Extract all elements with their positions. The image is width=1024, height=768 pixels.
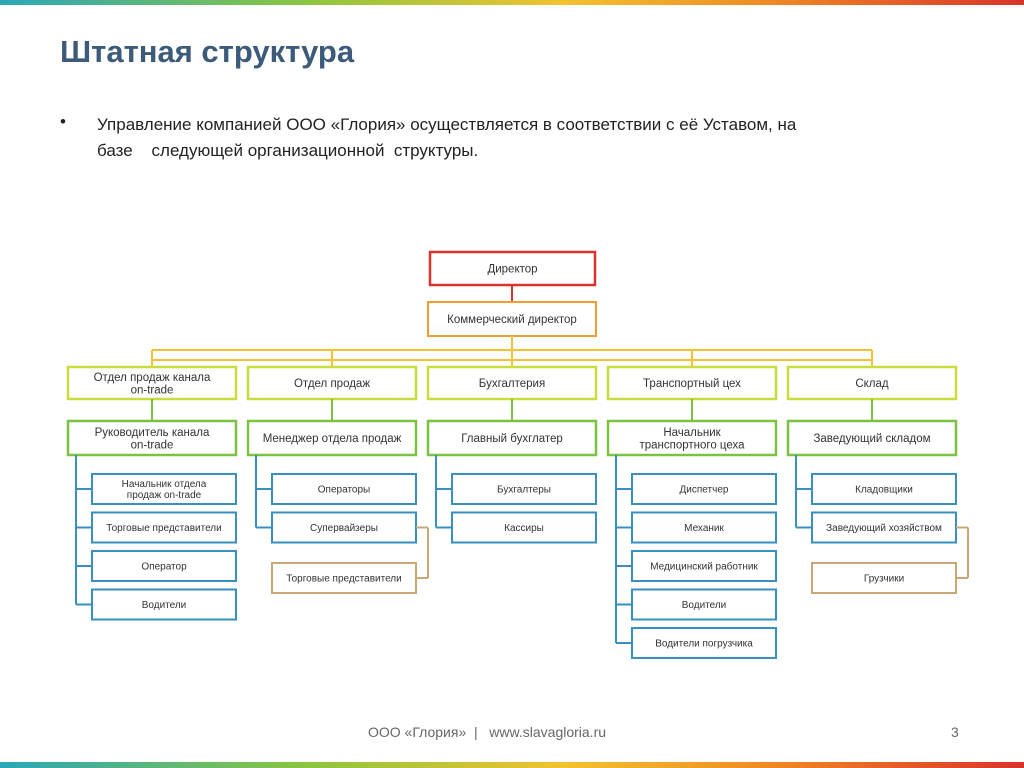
department-box	[246, 365, 418, 401]
staff-box	[91, 588, 237, 621]
staff-box-label: Бухгалтеры	[497, 485, 551, 496]
staff-box	[811, 473, 957, 505]
top-accent-bar	[0, 0, 1024, 5]
department-box-label: Бухгалтерия	[479, 378, 545, 390]
head-box-label: Руководитель канала	[95, 427, 210, 439]
bottom-accent-bar	[0, 762, 1024, 768]
staff-box	[91, 550, 237, 582]
staff-box	[811, 511, 957, 544]
department-box-label: Отдел продаж канала	[94, 372, 211, 384]
staff-box	[631, 588, 777, 621]
bullet-marker: •	[60, 112, 66, 131]
staff-box-label: Медицинский работник	[650, 561, 758, 573]
staff-box-label: Супервайзеры	[310, 523, 378, 534]
head-box-label: on-trade	[131, 439, 174, 451]
staff-box-label: Операторы	[318, 485, 370, 496]
head-box-label: Начальник	[663, 427, 721, 439]
staff-box	[451, 511, 597, 544]
staff-box	[631, 511, 777, 544]
staff-box-label: Торговые представители	[106, 523, 221, 534]
department-box-label: on-trade	[131, 384, 174, 396]
slide-body-text: Управление компанией ООО «Глория» осущес…	[97, 112, 937, 164]
director-box	[428, 250, 597, 287]
staff-box-label: Диспетчер	[680, 485, 729, 496]
department-box-label: Склад	[855, 378, 889, 390]
staff-box	[631, 473, 777, 505]
head-box-label: Главный бухглатер	[461, 433, 563, 445]
department-box	[786, 365, 958, 401]
staff-box-label: Начальник отдела	[122, 479, 207, 490]
staff-box-label: Механик	[684, 523, 724, 534]
staff-box	[91, 473, 237, 505]
slide-title: Штатная структура	[60, 34, 355, 69]
head-box-label: транспортного цеха	[639, 439, 745, 451]
head-box	[786, 419, 958, 457]
commercial-director-box-label: Коммерческий директор	[447, 314, 577, 326]
staff-box	[631, 627, 777, 659]
director-box-label: Директор	[487, 264, 537, 276]
staff-box-label: Заведующий хозяйством	[826, 523, 942, 534]
head-box-label: Заведующий складом	[813, 433, 930, 445]
staff-box-label: Водители погрузчика	[655, 639, 753, 650]
department-box-label: Отдел продаж	[294, 378, 370, 390]
slide-footer: ООО «Глория» | www.slavagloria.ru	[368, 724, 607, 740]
staff-box-label: Оператор	[141, 562, 187, 573]
staff-box-label: Кассиры	[504, 523, 544, 534]
page-number: 3	[951, 724, 959, 740]
head-box	[66, 419, 238, 457]
head-box	[246, 419, 418, 457]
department-box-label: Транспортный цех	[643, 378, 741, 390]
head-box	[606, 419, 778, 457]
extra-staff-box	[811, 562, 957, 594]
staff-box-label: Водители	[682, 600, 727, 611]
staff-box-label: Водители	[142, 600, 187, 611]
body-line-1: Управление компанией ООО «Глория» осущес…	[97, 115, 797, 134]
department-box	[606, 365, 778, 401]
staff-box-label: Кладовщики	[855, 485, 913, 496]
extra-staff-box	[271, 562, 417, 594]
staff-box-label: продаж on-trade	[127, 490, 202, 501]
staff-box	[271, 511, 417, 544]
staff-box	[451, 473, 597, 505]
extra-staff-box-label: Грузчики	[864, 574, 904, 585]
staff-box	[631, 550, 777, 582]
staff-box	[91, 511, 237, 544]
head-box-label: Менеджер отдела продаж	[263, 433, 402, 445]
staff-box	[271, 473, 417, 505]
body-line-2: базе следующей организационной структуры…	[97, 141, 479, 160]
extra-staff-box-label: Торговые представители	[286, 574, 401, 585]
head-box	[426, 419, 598, 457]
